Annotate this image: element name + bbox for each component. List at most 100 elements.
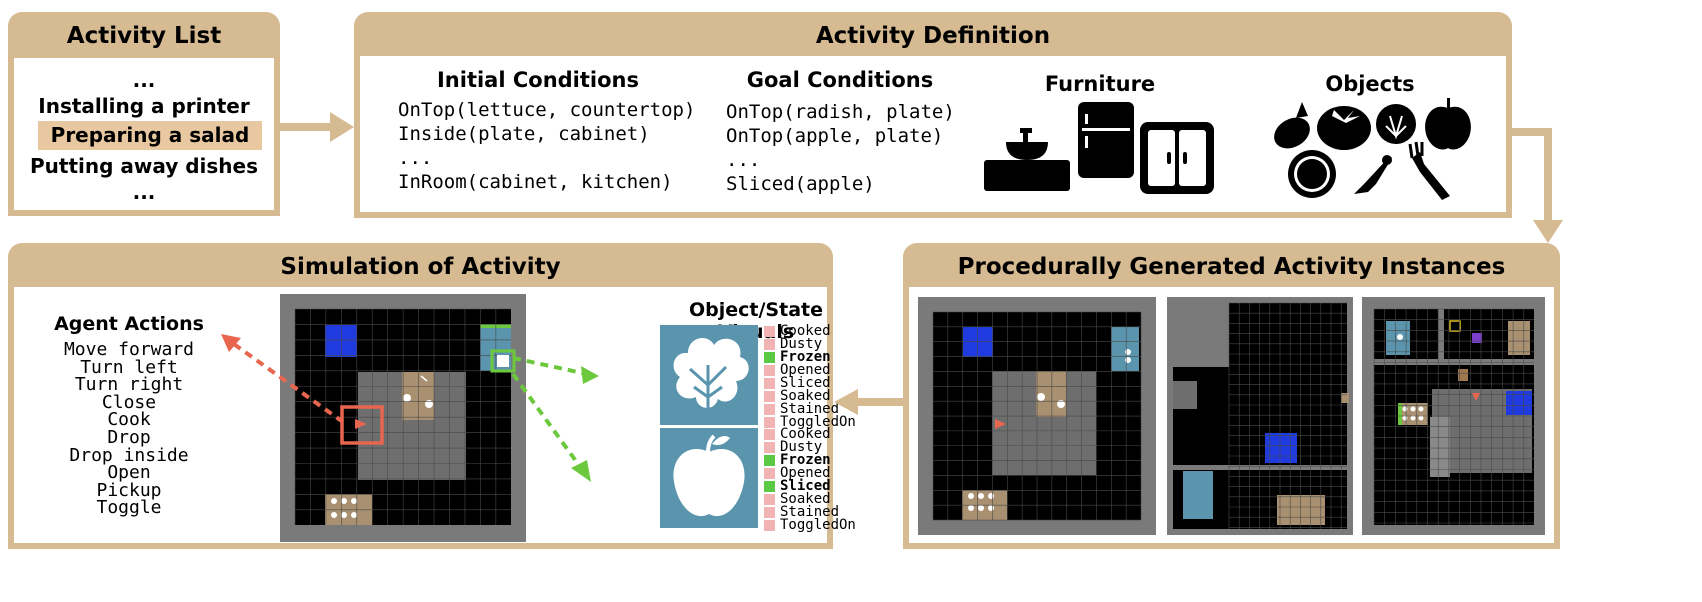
apple-state-swatch xyxy=(764,520,775,531)
simulation-grid xyxy=(280,294,526,542)
knife-mark xyxy=(420,375,428,382)
apple-state-toggledon: ToggledOn xyxy=(764,517,856,533)
plate-dot xyxy=(403,394,411,402)
lettuce-state-opened: Opened xyxy=(764,363,856,377)
apple-state-label: Stained xyxy=(780,504,840,520)
apple-state-label: Frozen xyxy=(780,452,831,468)
apple-state-opened: Opened xyxy=(764,465,856,481)
furniture-icons xyxy=(984,102,1214,194)
state-visual-arrows xyxy=(511,356,599,482)
apple-state-label: ToggledOn xyxy=(780,517,856,533)
initial-condition-2: Inside(plate, cabinet) xyxy=(398,123,650,145)
plate-dot xyxy=(1402,406,1408,412)
activity-definition-box: Initial Conditions OnTop(lettuce, counte… xyxy=(354,56,1512,218)
cabinet-icon xyxy=(1140,122,1214,194)
lettuce-state-toggledon: ToggledOn xyxy=(764,414,856,430)
goal-conditions-list: OnTop(radish, plate) OnTop(apple, plate)… xyxy=(726,100,955,196)
action-open: Open xyxy=(107,462,151,484)
wall-strip xyxy=(1173,465,1347,470)
activity-item-preparing-salad[interactable]: Preparing a salad xyxy=(38,121,262,150)
lettuce-state-dusty: Dusty xyxy=(764,336,856,352)
lettuce-state-stained: Stained xyxy=(764,402,856,416)
objects-icons xyxy=(1274,98,1471,200)
initial-condition-1: OnTop(lettuce, countertop) xyxy=(398,99,696,121)
arrow-definition-to-instances xyxy=(1512,128,1563,243)
ellipsis-top: ... xyxy=(132,68,156,92)
arrow-instances-to-simulation xyxy=(834,389,908,415)
lettuce-state-swatch xyxy=(764,378,775,389)
plate-dot xyxy=(351,512,357,518)
apple-state-swatch xyxy=(764,442,775,453)
plate-dot xyxy=(968,505,974,511)
goal-condition-1: OnTop(radish, plate) xyxy=(726,101,955,123)
plate-dot xyxy=(1418,415,1424,421)
action-drop-inside: Drop inside xyxy=(69,444,189,466)
action-close: Close xyxy=(101,391,157,413)
grid-floor xyxy=(1229,303,1347,529)
lettuce-state-frozen: Frozen xyxy=(764,350,856,364)
initial-conditions-list: OnTop(lettuce, countertop) Inside(plate,… xyxy=(398,98,695,194)
cabinet-tile xyxy=(1508,321,1530,355)
plate-dot xyxy=(351,498,357,504)
initial-condition-4: InRoom(cabinet, kitchen) xyxy=(398,171,673,193)
goal-condition-2: OnTop(apple, plate) xyxy=(726,125,944,147)
apple-icon xyxy=(673,434,745,517)
lettuce-icon xyxy=(673,338,749,415)
lettuce-state-sliced: Sliced xyxy=(764,375,856,391)
apple-state-cooked: Cooked xyxy=(764,427,856,441)
blue-tile xyxy=(1506,391,1532,415)
apple-state-swatch xyxy=(764,481,775,492)
counter-object xyxy=(1400,403,1428,425)
initial-condition-ellipsis: ... xyxy=(398,147,433,169)
lettuce-state-swatch xyxy=(764,326,775,337)
lettuce-icon xyxy=(1376,104,1416,144)
teal-cabinet xyxy=(1183,471,1213,519)
agent-marker xyxy=(995,419,1006,429)
arrow-list-to-definition xyxy=(280,112,354,142)
wall-strip xyxy=(1374,359,1534,365)
plate-dot xyxy=(1125,357,1131,363)
lettuce-state-swatch xyxy=(764,339,775,350)
blue-tile xyxy=(1265,433,1297,463)
yellow-box xyxy=(1449,320,1461,332)
apple-state-soaked: Soaked xyxy=(764,492,856,506)
lettuce-state-swatch xyxy=(764,417,775,428)
purple-tile xyxy=(1472,333,1482,343)
lettuce-visual xyxy=(660,325,758,425)
apple-icon xyxy=(1425,98,1471,150)
counter-object xyxy=(1277,495,1325,525)
initial-conditions-heading: Initial Conditions xyxy=(436,68,639,92)
instance-grid-3 xyxy=(1362,297,1545,535)
lettuce-state-label: Sliced xyxy=(780,375,831,391)
brown-tile xyxy=(1458,369,1468,381)
plate-dot xyxy=(968,493,974,499)
activity-item-installing-printer[interactable]: Installing a printer xyxy=(38,94,250,118)
apple-state-swatch xyxy=(764,455,775,466)
plate-dot xyxy=(331,498,337,504)
lettuce-state-label: Dusty xyxy=(780,336,823,352)
lettuce-state-label: ToggledOn xyxy=(780,414,856,430)
radish-icon xyxy=(1274,102,1310,149)
agent-actions-heading: Agent Actions xyxy=(54,313,204,335)
simulation-title: Simulation of Activity xyxy=(8,243,833,291)
apple-state-dusty: Dusty xyxy=(764,440,856,454)
green-strip xyxy=(1398,403,1402,425)
lettuce-state-swatch xyxy=(764,352,775,363)
plate-dot xyxy=(978,505,984,511)
activity-item-putting-away-dishes[interactable]: Putting away dishes xyxy=(29,154,259,178)
action-pickup: Pickup xyxy=(96,479,162,501)
agent-box xyxy=(340,405,384,445)
goal-condition-4: Sliced(apple) xyxy=(726,173,875,195)
action-turn-left: Turn left xyxy=(80,356,178,378)
tomato-icon xyxy=(1317,106,1371,150)
apple-state-label: Opened xyxy=(780,465,831,481)
plate-dot xyxy=(425,400,433,408)
action-cook: Cook xyxy=(107,409,151,431)
apple-state-stained: Stained xyxy=(764,504,856,520)
small-object xyxy=(1341,393,1349,403)
action-toggle: Toggle xyxy=(96,497,162,519)
plate-dot xyxy=(988,505,994,511)
apple-state-swatch xyxy=(764,468,775,479)
knife-icon xyxy=(1354,155,1392,194)
gray-block xyxy=(1173,381,1197,409)
